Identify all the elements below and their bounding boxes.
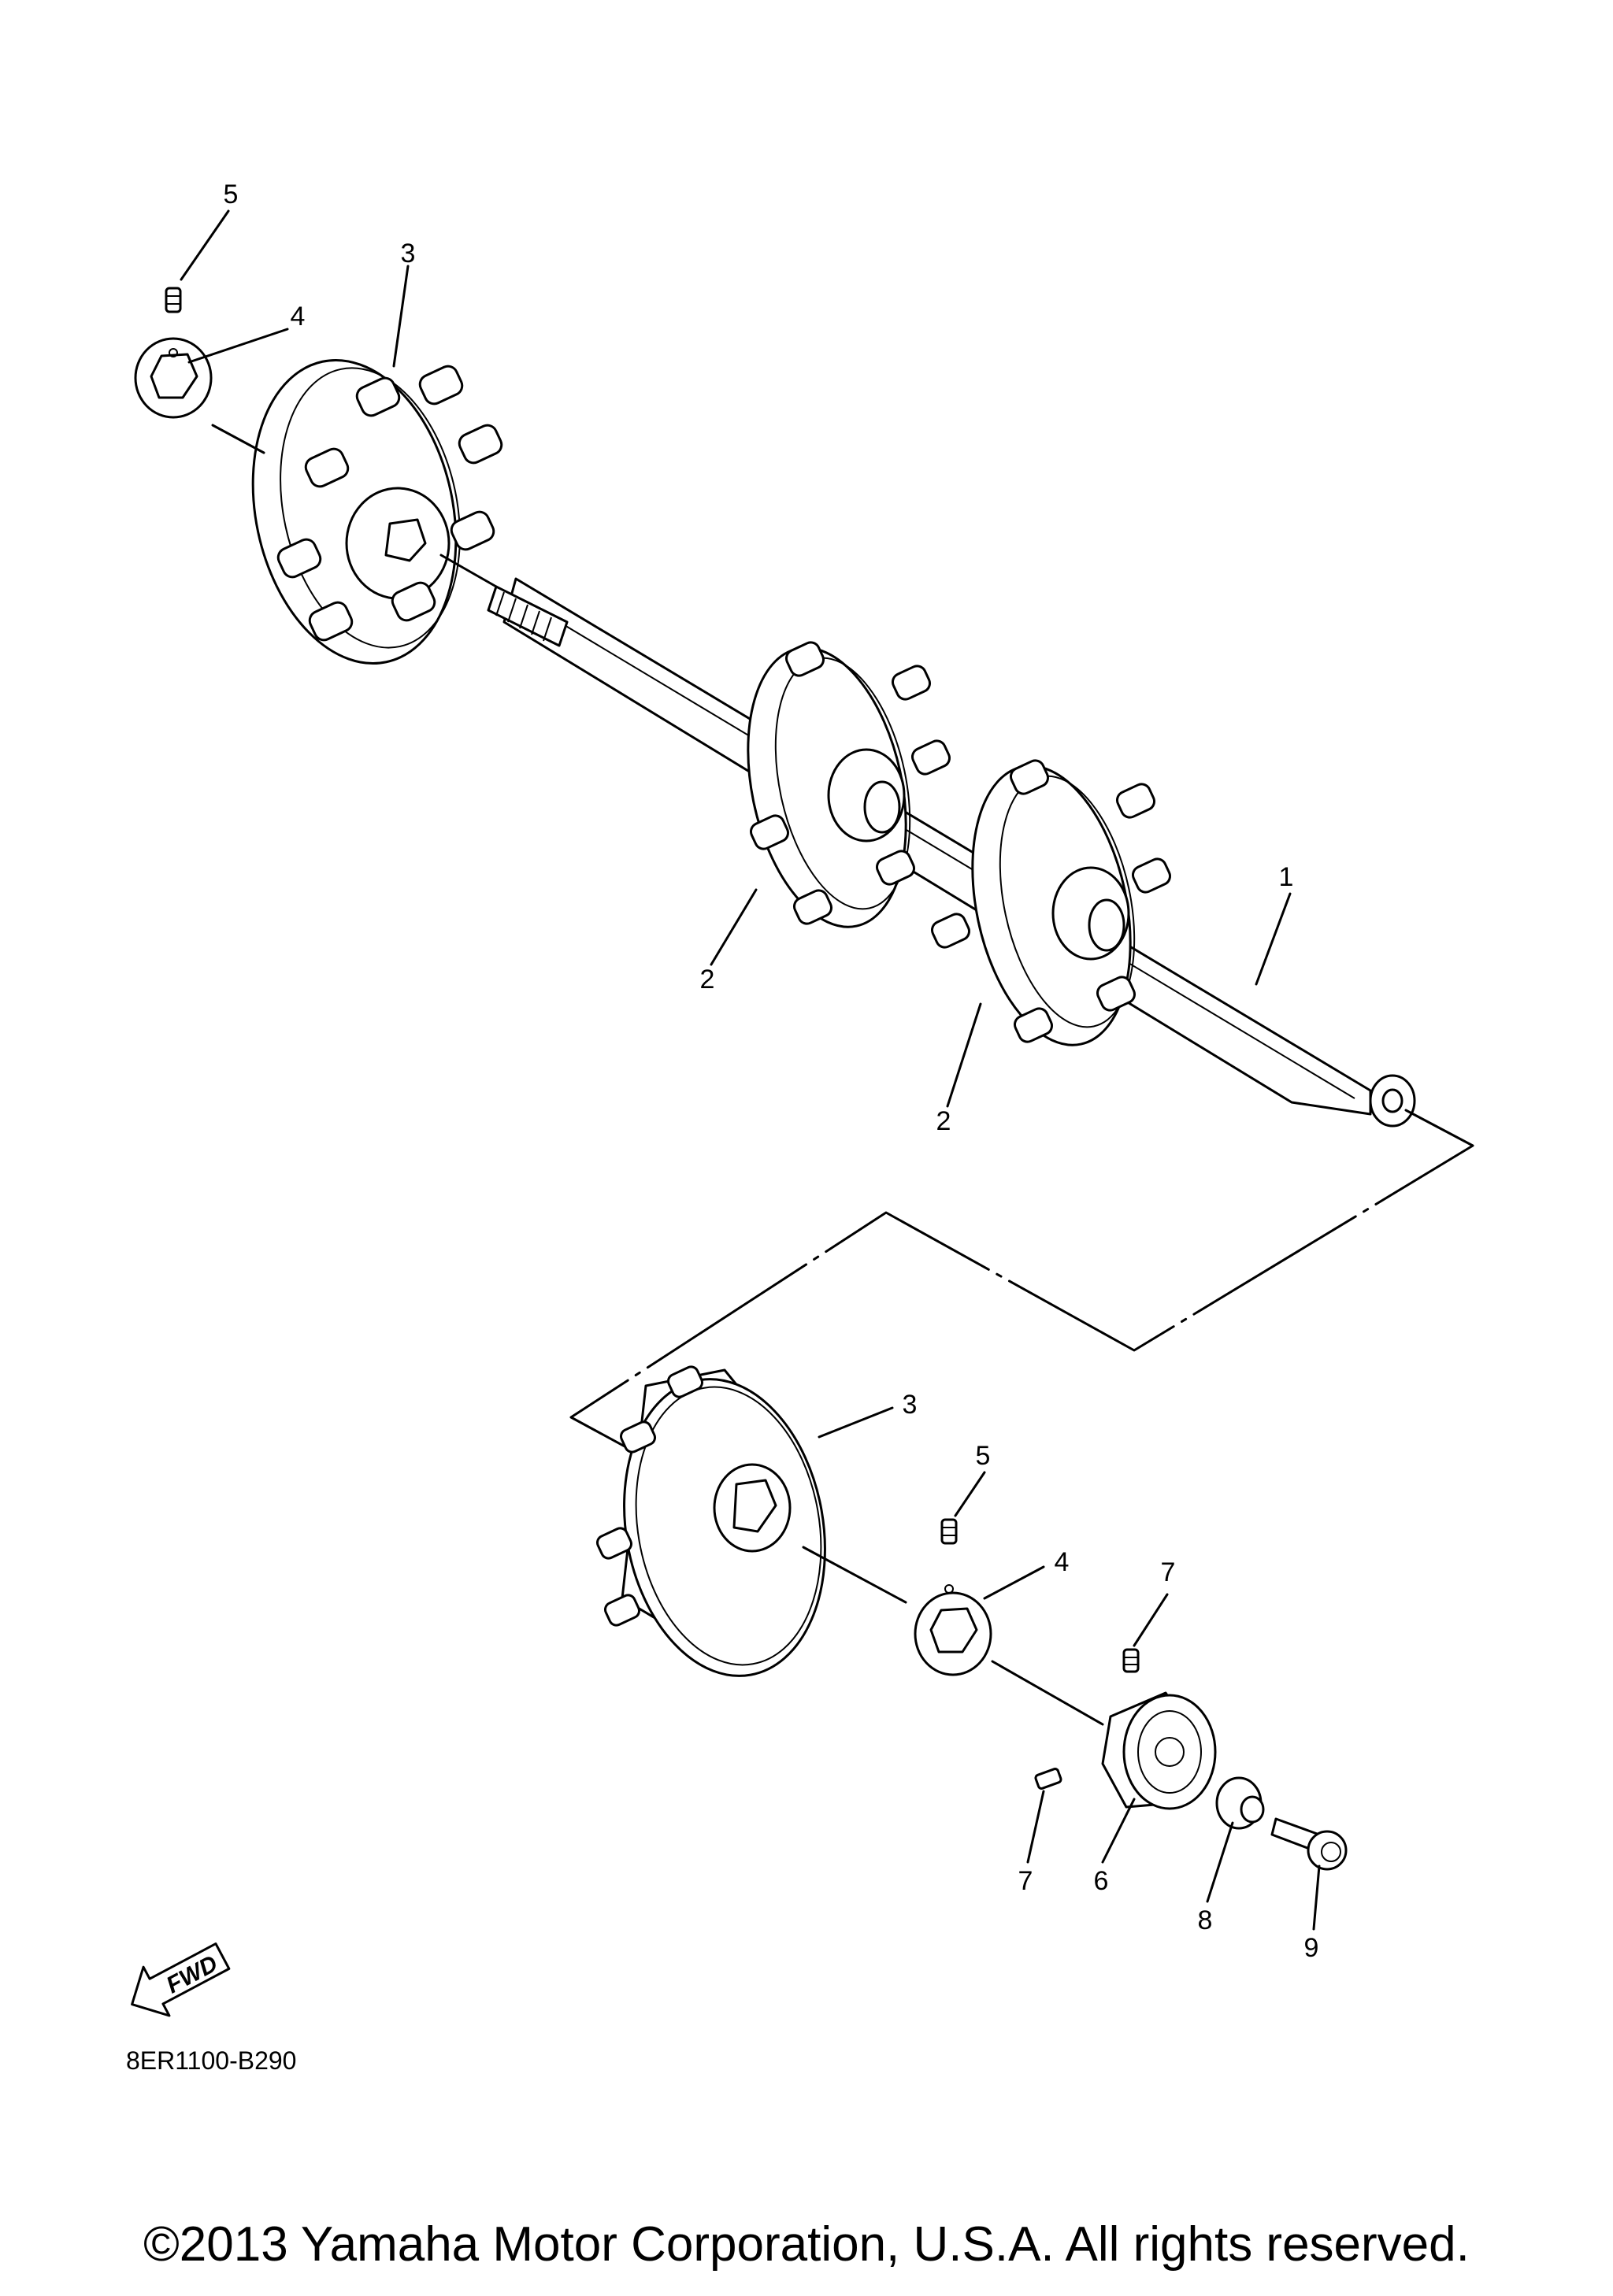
set-screw-top[interactable] [165, 287, 182, 357]
fwd-arrow-icon: FWD [131, 1942, 231, 2017]
callout-7-side: 7 [1018, 1866, 1033, 1896]
sprocket-left[interactable] [725, 633, 952, 942]
callout-4-bottom: 4 [1055, 1547, 1070, 1577]
callout-5-bottom: 5 [976, 1441, 991, 1471]
callout-5-top: 5 [224, 180, 239, 209]
spacer[interactable] [1215, 1776, 1265, 1830]
callout-3-top: 3 [401, 239, 416, 268]
callout-1: 1 [1279, 862, 1294, 892]
collar-bottom[interactable] [914, 1591, 992, 1676]
callout-6: 6 [1094, 1866, 1109, 1896]
callout-7-top: 7 [1161, 1557, 1176, 1587]
sprocket-right[interactable] [929, 751, 1173, 1060]
bearing-screw-top[interactable] [1122, 1648, 1140, 1673]
bearing-screw-side[interactable] [1034, 1768, 1062, 1790]
set-screw-bottom[interactable] [940, 1518, 958, 1594]
drawing-code: 8ER1100-B290 [126, 2046, 296, 2075]
callout-8: 8 [1198, 1905, 1213, 1935]
bearing[interactable] [1101, 1691, 1217, 1810]
callout-2-left: 2 [700, 965, 715, 994]
callout-4-top: 4 [291, 302, 306, 331]
callout-2-right: 2 [936, 1106, 951, 1136]
idler-wheel-top[interactable] [226, 341, 504, 682]
idler-wheel-bottom[interactable] [595, 1363, 848, 1692]
callout-9: 9 [1304, 1933, 1319, 1963]
copyright-footer: ©2013 Yamaha Motor Corporation, U.S.A. A… [143, 2217, 1470, 2272]
bolt[interactable] [1270, 1817, 1348, 1871]
callout-3-bottom: 3 [903, 1390, 918, 1420]
drive-shaft[interactable] [487, 577, 1416, 1128]
collar-top[interactable] [134, 337, 213, 419]
